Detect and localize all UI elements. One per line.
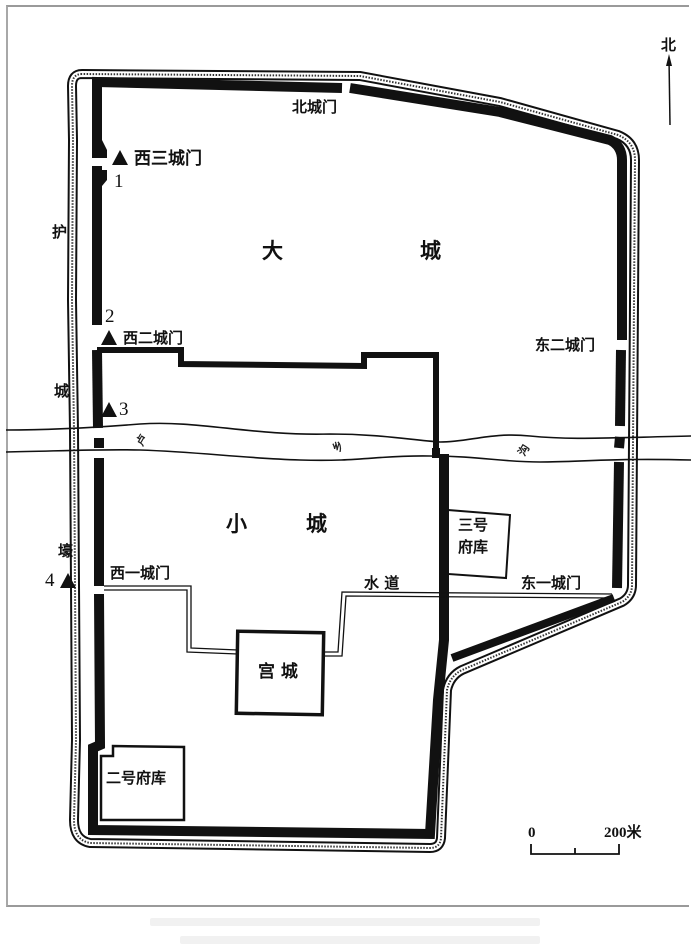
palace-city-outline — [234, 629, 326, 717]
marker-3-triangle — [101, 402, 117, 419]
west-gate-1-label: 西一城门 — [110, 564, 171, 582]
palace-city-label: 宫 城 — [258, 662, 298, 682]
storehouse-2-outline — [99, 744, 186, 822]
scale-bar — [530, 844, 620, 855]
moat-label-char-2: 城 — [54, 382, 70, 400]
north-gate-label: 北城门 — [292, 98, 338, 116]
west-gate-3-marker — [112, 150, 128, 167]
scale-zero-label: 0 — [528, 825, 536, 841]
moat-ring — [66, 68, 641, 854]
marker-2-label: 2 — [105, 306, 115, 327]
east-gate-2-label: 东二城门 — [535, 336, 596, 354]
marker-3-label: 3 — [119, 399, 129, 420]
triangle-marker-icon — [101, 402, 117, 417]
triangle-marker-icon — [101, 330, 117, 345]
water-channel — [104, 585, 613, 657]
compass-north-label: 北 — [661, 36, 677, 54]
storehouse-3-outline — [447, 508, 512, 580]
river-lu-xiang-gou — [5, 422, 691, 463]
west-gate-3-bastion — [92, 140, 107, 186]
triangle-marker-icon — [60, 573, 76, 588]
scale-max-label: 200米 — [604, 825, 642, 841]
storehouse-3-label-line2: 府库 — [458, 538, 489, 556]
west-gate-2-label: 西二城门 — [123, 329, 184, 347]
big-city-label-1: 大 — [262, 238, 283, 263]
east-gate-1-label: 东一城门 — [521, 574, 582, 592]
marker-4-triangle — [60, 573, 76, 590]
moat-label-char-1: 护 — [52, 223, 68, 241]
marker-1-label: 1 — [114, 171, 124, 192]
west-gate-3-label: 西三城门 — [134, 149, 202, 169]
moat-label-char-3: 壕 — [58, 542, 74, 560]
waterway-label: 水 道 — [364, 574, 400, 592]
city-walls — [88, 76, 627, 840]
inner-dividing-wall — [97, 347, 439, 452]
north-arrow-icon — [666, 54, 672, 126]
west-gate-2-marker — [101, 330, 117, 347]
marker-4-label: 4 — [45, 570, 55, 591]
faded-caption-line-1 — [150, 918, 540, 926]
triangle-marker-icon — [112, 150, 128, 165]
big-city-label-2: 城 — [420, 238, 441, 263]
small-city-label-2: 城 — [306, 511, 327, 536]
storehouse-3-label-line1: 三号 — [458, 516, 489, 534]
wall-junction — [432, 448, 440, 458]
small-city-label-1: 小 — [226, 511, 247, 536]
storehouse-2-label: 二号府库 — [106, 769, 167, 787]
faded-caption-line-2 — [180, 936, 540, 944]
